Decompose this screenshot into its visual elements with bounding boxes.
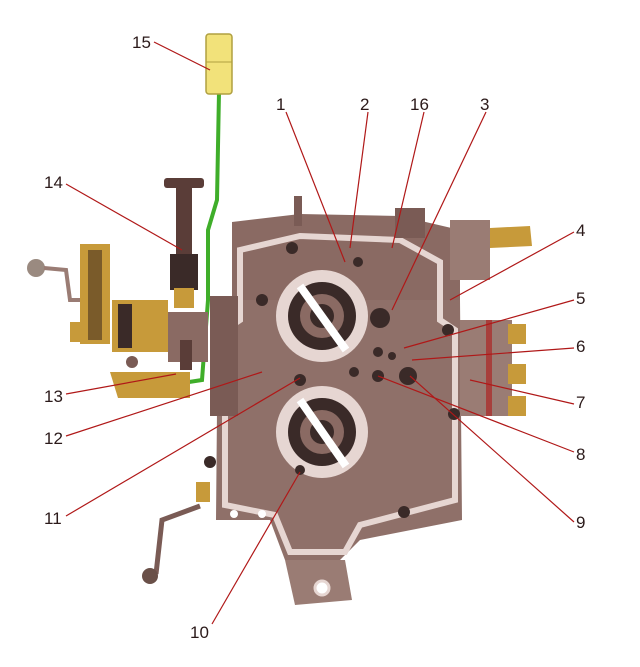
callout-2: 2 xyxy=(360,95,369,114)
ports xyxy=(204,242,460,518)
callout-9: 9 xyxy=(576,513,585,532)
callout-7: 7 xyxy=(576,393,585,412)
bottom-lever xyxy=(142,482,210,584)
callout-11: 11 xyxy=(44,509,62,528)
callout-8: 8 xyxy=(576,445,585,464)
callout-4: 4 xyxy=(576,221,585,240)
callout-12: 12 xyxy=(44,429,63,448)
callout-5: 5 xyxy=(576,289,585,308)
solenoid-valve xyxy=(112,300,208,370)
callout-1: 1 xyxy=(276,95,285,114)
callout-labels: 1 2 16 3 4 5 6 7 8 9 10 11 12 13 14 15 xyxy=(44,33,585,642)
right-fittings xyxy=(460,320,526,416)
callout-3: 3 xyxy=(480,95,489,114)
choke-lever xyxy=(27,244,190,398)
top-fittings xyxy=(294,196,532,280)
mounting-holes xyxy=(230,510,266,518)
secondary-chamber xyxy=(276,386,368,478)
callout-15: 15 xyxy=(132,33,151,52)
callout-10: 10 xyxy=(190,623,209,642)
callout-13: 13 xyxy=(44,387,63,406)
primary-chamber xyxy=(276,270,368,362)
callout-6: 6 xyxy=(576,337,585,356)
callout-14: 14 xyxy=(44,173,63,192)
wire-connector xyxy=(205,33,233,95)
electrical-wire xyxy=(149,91,221,390)
callout-16: 16 xyxy=(410,95,429,114)
plunger xyxy=(164,178,204,308)
leader-lines xyxy=(65,41,575,625)
